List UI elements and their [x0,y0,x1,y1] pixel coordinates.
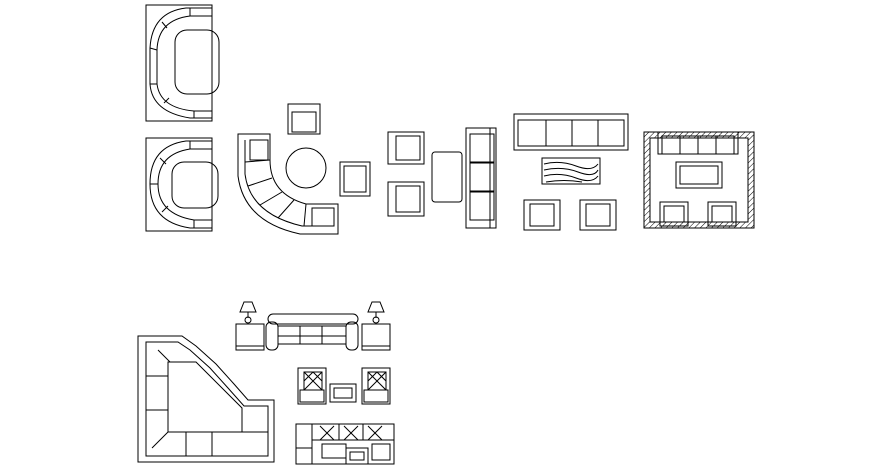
curved-sofa-set [237,103,371,235]
corner-sofa-top [145,4,220,122]
armchair-pair-set [387,131,463,217]
sofa-with-side-lamps [235,301,391,351]
sofa-set-in-room [643,131,755,229]
three-seat-sofa [465,127,497,229]
chair-and-table-set [297,367,391,405]
corner-sofa-bottom [145,137,219,232]
large-corner-sofa [137,335,275,463]
sectional-sofa-set [295,423,395,465]
living-room-set [513,113,629,231]
